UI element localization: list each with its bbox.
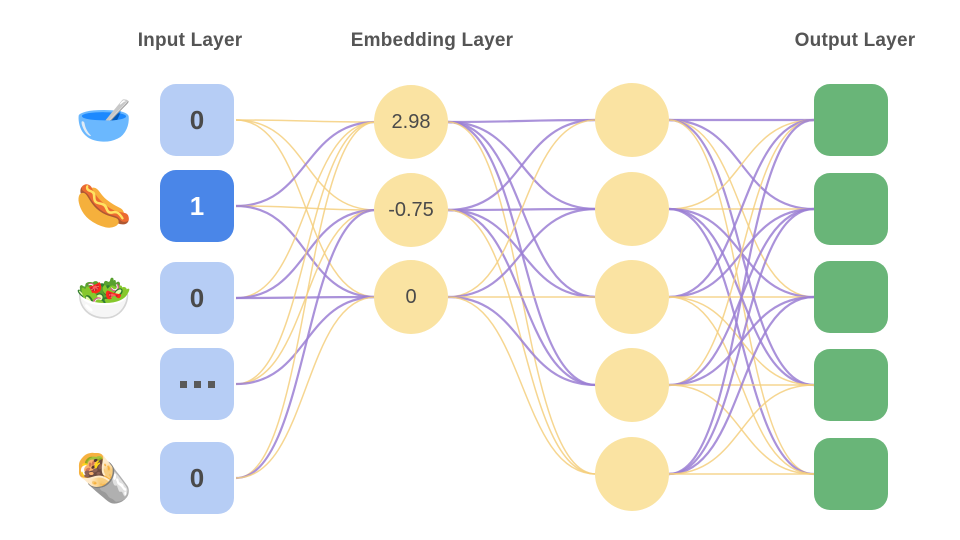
edge: [235, 121, 377, 385]
edge: [668, 118, 815, 476]
soup-bowl-icon: 🥣: [75, 94, 133, 146]
edge: [235, 296, 377, 479]
embedding-node-2[interactable]: -0.75: [374, 173, 448, 247]
input-node-5[interactable]: 0: [160, 442, 234, 514]
dot: [179, 380, 187, 388]
input-node-value: 0: [189, 104, 205, 135]
embedding-node-1[interactable]: 2.98: [374, 85, 448, 159]
embedding-node-value: -0.75: [388, 198, 434, 221]
dot: [193, 380, 201, 388]
edge: [447, 295, 597, 387]
edge: [447, 118, 597, 124]
hidden-node-1[interactable]: [595, 83, 669, 157]
edge: [668, 295, 815, 476]
edge: [668, 384, 815, 475]
edge: [668, 119, 815, 386]
output-node-3[interactable]: [814, 261, 888, 333]
input-node-1[interactable]: 0: [160, 84, 234, 156]
input-node-2[interactable]: 1: [160, 170, 234, 242]
edge: [447, 296, 597, 475]
output-node-1[interactable]: [814, 84, 888, 156]
embedding-layer-title: Embedding Layer: [350, 30, 514, 51]
input-node-4[interactable]: [160, 348, 234, 420]
input-layer-title: Input Layer: [137, 30, 243, 51]
dot: [207, 380, 215, 388]
embedding-node-value: 0: [405, 285, 417, 308]
green-salad-icon: 🥗: [75, 272, 133, 324]
hidden-node-3[interactable]: [595, 260, 669, 334]
hot-dog-icon: 🌭: [75, 180, 133, 232]
burrito-icon: 🌯: [75, 452, 133, 504]
edge: [447, 207, 597, 299]
output-node-2[interactable]: [814, 173, 888, 245]
hidden-node-5[interactable]: [595, 437, 669, 511]
hidden-node-2[interactable]: [595, 172, 669, 246]
input-node-3[interactable]: 0: [160, 262, 234, 334]
edge: [235, 121, 377, 299]
edge: [235, 119, 377, 123]
edge: [235, 121, 377, 479]
ellipsis-dots: [179, 380, 215, 388]
input-node-value: 0: [189, 462, 205, 493]
edge: [668, 119, 815, 210]
input-node-value: 1: [189, 190, 205, 221]
edge: [235, 208, 377, 480]
output-node-4[interactable]: [814, 349, 888, 421]
output-node-5[interactable]: [814, 438, 888, 510]
edge: [668, 207, 815, 476]
embedding-node-value: 2.98: [391, 110, 431, 133]
edge: [447, 118, 597, 212]
edge: [668, 118, 815, 299]
input-node-value: 0: [189, 282, 205, 313]
hidden-node-4[interactable]: [595, 348, 669, 422]
edge: [447, 119, 597, 298]
output-layer-title: Output Layer: [794, 30, 916, 51]
edge: [235, 120, 377, 208]
embedding-node-3[interactable]: 0: [374, 260, 448, 334]
